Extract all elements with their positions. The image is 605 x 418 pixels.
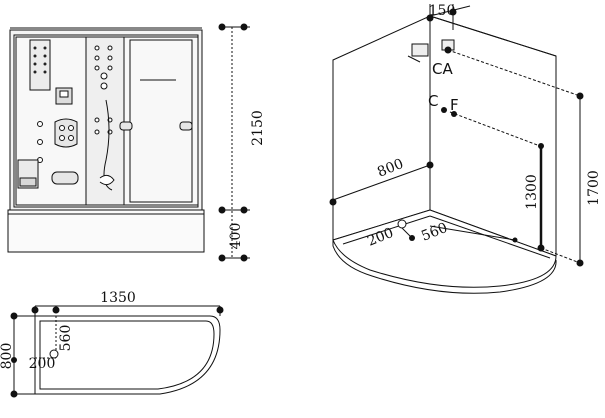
front-right-panel [123, 36, 199, 206]
plan-width-label: 1350 [100, 290, 136, 306]
iso-view [332, 4, 581, 294]
iso-dim-markers [329, 8, 584, 267]
front-height-label: 2150 [250, 110, 266, 146]
front-view [7, 26, 250, 259]
shower-hose [103, 99, 113, 191]
iso-top-offset-label: 150 [429, 3, 456, 19]
front-tray-height-label: 400 [228, 223, 244, 250]
front-dim-markers [218, 23, 248, 262]
iso-total-height-label: 1700 [586, 170, 602, 206]
plan-drain [49, 349, 59, 359]
plan-tray-outline [34, 315, 221, 395]
plan-dim-markers [10, 306, 224, 398]
plan-drain-x-label: 200 [29, 356, 56, 372]
iso-ca-label: CA [432, 60, 453, 78]
iso-c-label: C [428, 92, 438, 110]
iso-f-label: F [450, 96, 459, 114]
front-tray [7, 209, 205, 253]
iso-drain [397, 219, 407, 229]
iso-tray-height-label: 1300 [524, 174, 540, 210]
plan-drain-y-label: 560 [58, 325, 74, 352]
plan-view [13, 305, 221, 395]
door-handle-left [119, 121, 133, 131]
jet-cluster [54, 118, 78, 148]
door-handle-right [179, 121, 193, 131]
plan-depth-label: 800 [0, 343, 15, 370]
